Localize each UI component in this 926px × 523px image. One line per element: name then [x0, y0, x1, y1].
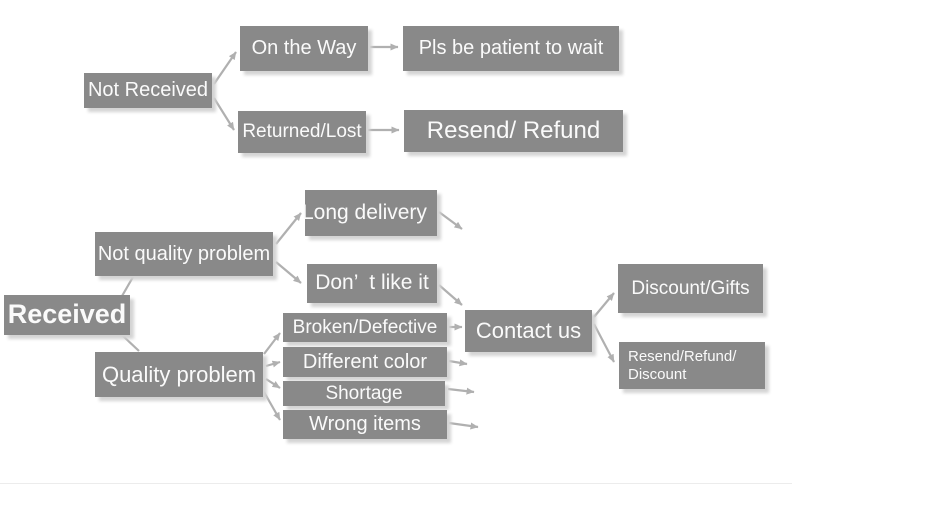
- node-pls-be-patient: Pls be patient to wait: [403, 26, 619, 71]
- node-resend-refund: Resend/ Refund: [404, 110, 623, 152]
- arrow-notquality-longdelivery: [275, 212, 302, 245]
- node-different-color: Different color: [283, 347, 447, 377]
- arrow-quality-diffcolor: [265, 360, 281, 368]
- arrow-shortage-out: [447, 387, 475, 395]
- arrow-diffcolor-out: [448, 359, 468, 367]
- node-resend-refund-discount: Resend/Refund/ Discount: [619, 342, 765, 389]
- arrow-contact-resenddiscount: [593, 323, 615, 363]
- arrow-wrongitems-out: [448, 421, 479, 430]
- arrow-quality-shortage: [265, 378, 281, 389]
- node-shortage: Shortage: [283, 381, 445, 406]
- node-wrong-items: Wrong items: [283, 410, 447, 439]
- arrow-notreceived-ontheway: [213, 51, 237, 85]
- arrow-notquality-dontlike: [275, 261, 302, 284]
- node-discount-gifts: Discount/Gifts: [618, 264, 763, 313]
- arrow-notreceived-returned: [213, 97, 235, 131]
- arrow-longdelivery-out: [438, 211, 463, 230]
- node-quality-problem: Quality problem: [95, 352, 263, 397]
- node-broken-defective: Broken/Defective: [283, 313, 447, 342]
- arrow-contact-discountgifts: [593, 292, 615, 318]
- node-returned-lost: Returned/Lost: [238, 111, 366, 153]
- node-long-delivery: Long delivery: [302, 190, 437, 236]
- node-dont-like-it: Don’ t like it: [307, 264, 437, 303]
- arrow-quality-wrongitems: [263, 391, 281, 421]
- line-received-quality: [121, 334, 140, 352]
- node-on-the-way: On the Way: [240, 26, 368, 71]
- divider-line: [0, 483, 792, 484]
- arrow-dontlike-contact: [438, 284, 463, 306]
- line-received-notquality: [121, 276, 134, 297]
- arrow-quality-broken: [263, 332, 281, 355]
- node-received: Received: [4, 295, 130, 335]
- node-not-received: Not Received: [84, 73, 212, 108]
- node-not-quality-problem: Not quality problem: [95, 232, 273, 276]
- node-contact-us: Contact us: [465, 310, 592, 352]
